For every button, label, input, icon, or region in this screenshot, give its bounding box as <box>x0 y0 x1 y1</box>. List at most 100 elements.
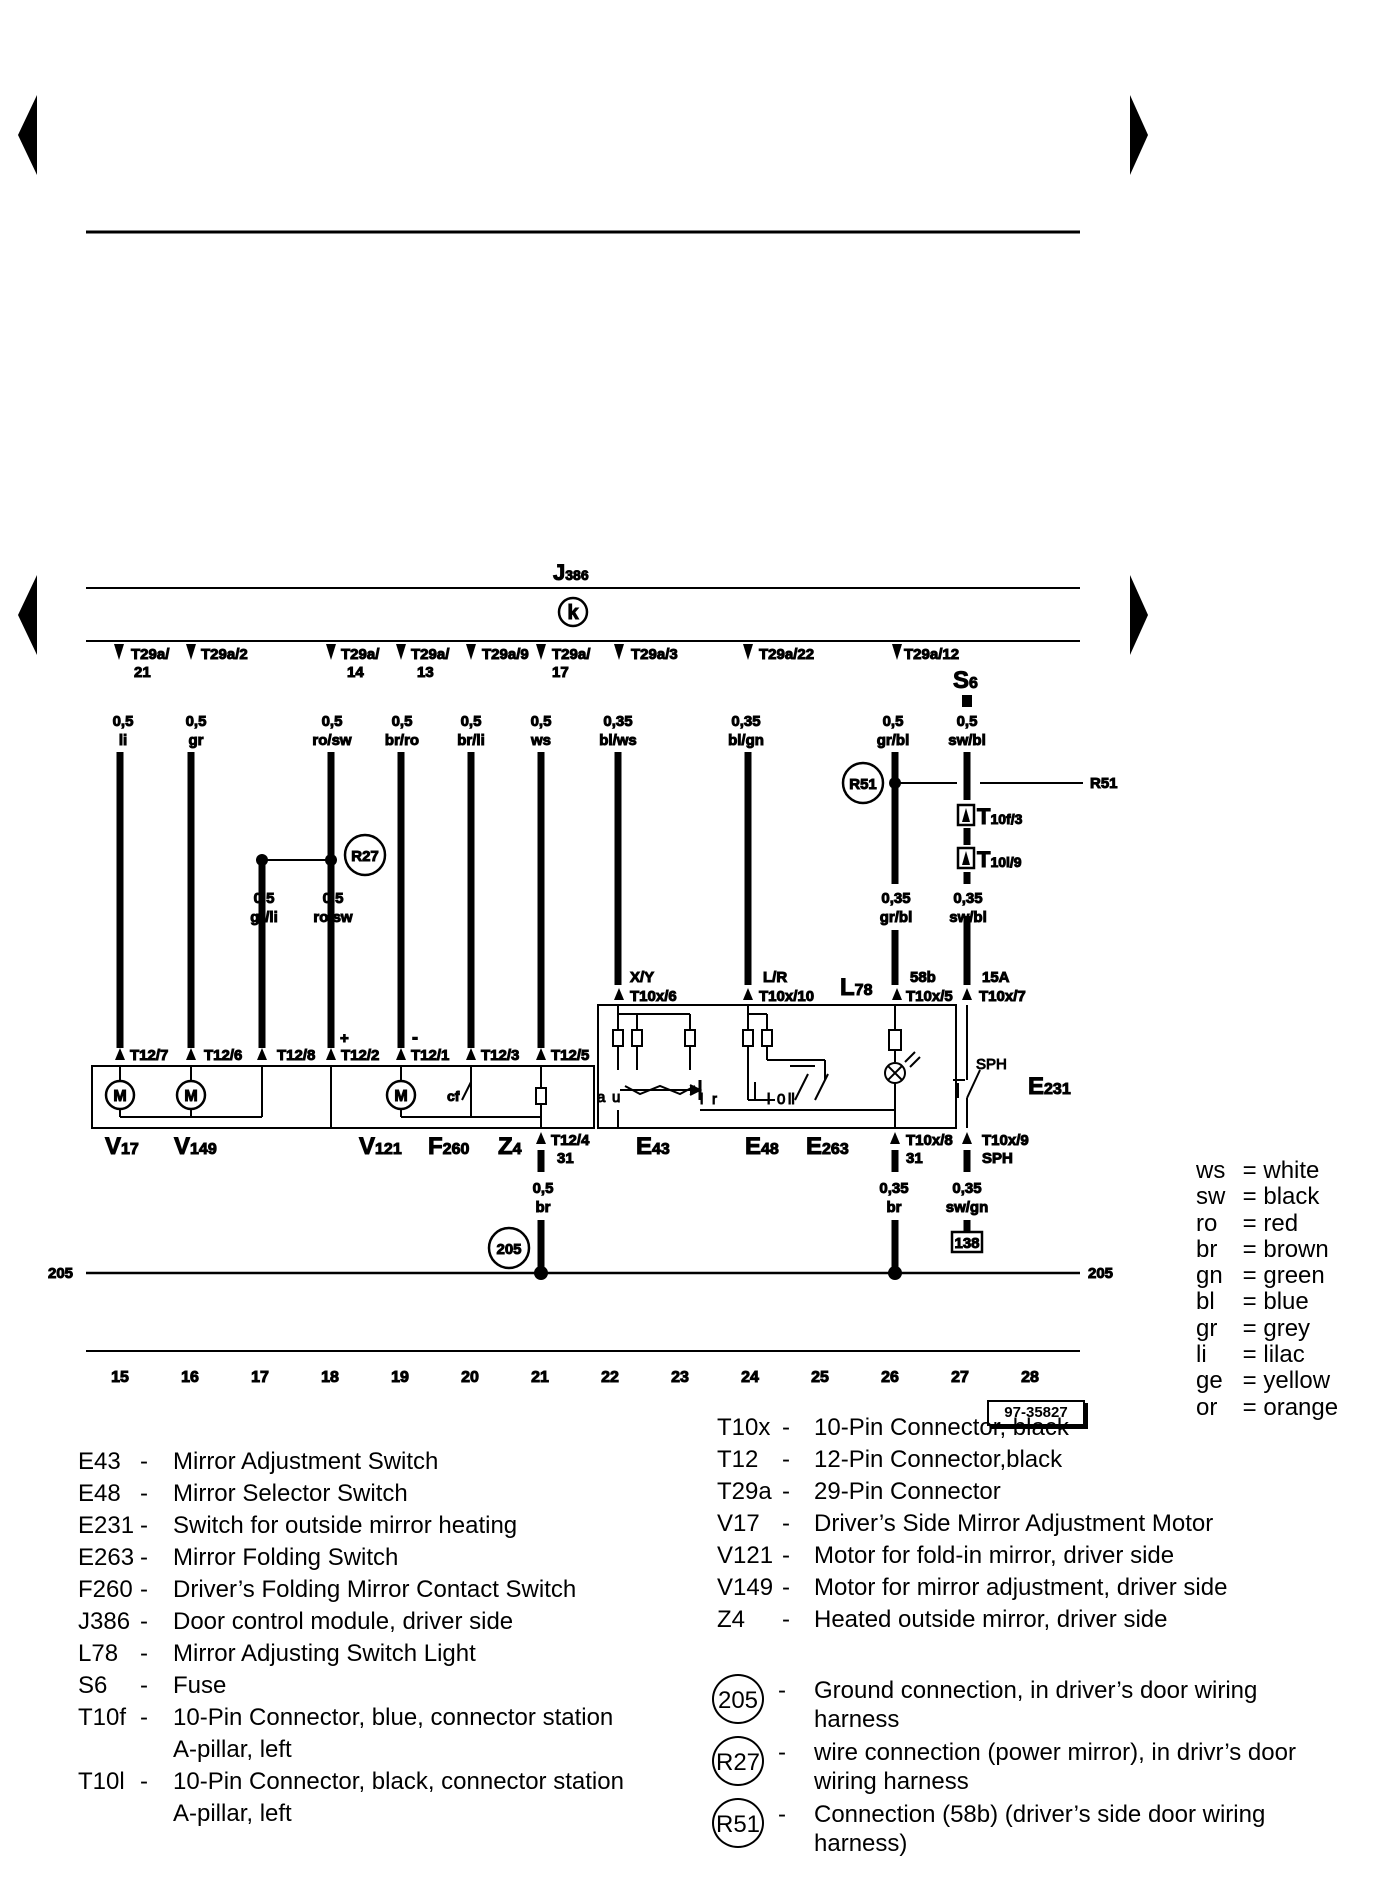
svg-text:T12/2: T12/2 <box>341 1047 379 1064</box>
legend-item: T12-12-Pin Connector,black <box>717 1446 1063 1473</box>
svg-text:31: 31 <box>557 1150 574 1167</box>
svg-text:0,5: 0,5 <box>254 890 275 907</box>
svg-text:0,5: 0,5 <box>461 713 482 730</box>
t10f-connector: T10f/3 <box>956 804 1023 830</box>
wires-top <box>116 752 971 1048</box>
svg-text:0,35: 0,35 <box>731 713 760 730</box>
svg-text:0: 0 <box>777 1091 785 1108</box>
t10l-connector: T10l/9 <box>956 847 1022 873</box>
legend-item: T10f-10-Pin Connector, blue, connector s… <box>78 1704 614 1763</box>
prev-page-arrow-mid[interactable] <box>18 575 37 655</box>
svg-text:l: l <box>767 1091 770 1108</box>
svg-text:0,35: 0,35 <box>879 1180 908 1197</box>
svg-text:l: l <box>700 1091 703 1108</box>
svg-text:r: r <box>712 1091 717 1108</box>
pin-label: T29a/22 <box>759 646 814 663</box>
r51-node <box>889 777 901 789</box>
svg-text:V149: V149 <box>174 1133 217 1160</box>
svg-text:ro/sw: ro/sw <box>313 909 353 926</box>
top-pin-labels: T29a/ 21 T29a/2 T29a/ 14 T29a/ 13 T29a/9… <box>131 646 960 682</box>
column-number: 17 <box>251 1369 269 1386</box>
pin-label: T29a/ <box>552 646 591 663</box>
pin-label: T29a/12 <box>904 646 959 663</box>
legend-item: J386-Door control module, driver side <box>78 1608 514 1635</box>
r27-node-right <box>325 854 337 866</box>
svg-text:T10x/6: T10x/6 <box>630 988 677 1005</box>
ground-205-label: 205 <box>496 1241 521 1258</box>
svg-text:0,5: 0,5 <box>323 890 344 907</box>
svg-text:0,35: 0,35 <box>603 713 632 730</box>
svg-text:X/Y: X/Y <box>630 969 654 986</box>
svg-text:T10x/7: T10x/7 <box>979 988 1026 1005</box>
color-legend-item: ge = yellow <box>1196 1367 1331 1395</box>
svg-text:sw/gn: sw/gn <box>946 1199 989 1216</box>
contact-switch-symbol: cf <box>447 1088 460 1104</box>
legend-item: F260-Driver’s Folding Mirror Contact Swi… <box>78 1576 577 1603</box>
legend-item: S6-Fuse <box>78 1672 227 1699</box>
svg-text:T12/7: T12/7 <box>130 1047 168 1064</box>
svg-text:31: 31 <box>906 1150 923 1167</box>
svg-text:br/li: br/li <box>457 732 485 749</box>
svg-text:0,5: 0,5 <box>957 713 978 730</box>
relay-138-box <box>950 1230 984 1254</box>
color-legend-item: ro = red <box>1196 1209 1299 1237</box>
color-legend-item: or = orange <box>1196 1393 1339 1421</box>
legend-item: T10x-10-Pin Connector, black <box>717 1414 1069 1441</box>
figure-id-badge: 97-35827 <box>987 1400 1085 1426</box>
color-legend-item: gn = green <box>1196 1262 1325 1290</box>
pin-label: T29a/2 <box>201 646 248 663</box>
ground-205-legend-icon: 205 <box>712 1674 764 1724</box>
svg-text:M: M <box>113 1088 126 1105</box>
column-number: 26 <box>881 1369 899 1386</box>
column-number: 25 <box>811 1369 829 1386</box>
component-legend-right: T10x-10-Pin Connector, black T12-12-Pin … <box>717 1412 1357 1636</box>
svg-text:T10x/10: T10x/10 <box>759 988 814 1005</box>
svg-text:T12/8: T12/8 <box>277 1047 315 1064</box>
module-label: J386 <box>553 560 589 585</box>
legend-item: V149-Motor for mirror adjustment, driver… <box>717 1574 1228 1601</box>
svg-text:bl/ws: bl/ws <box>599 732 637 749</box>
legend-item: E43-Mirror Adjustment Switch <box>78 1448 439 1475</box>
svg-text:58b: 58b <box>910 969 936 986</box>
symbol-legend: 205-Ground connection, in driver’s door … <box>712 1674 1352 1862</box>
svg-text:br/ro: br/ro <box>385 732 419 749</box>
legend-item: T29a-29-Pin Connector <box>717 1478 1001 1505</box>
legend-item: E263-Mirror Folding Switch <box>78 1544 399 1571</box>
ground-right-label: 205 <box>1088 1265 1113 1282</box>
svg-text:sw/bl: sw/bl <box>948 732 986 749</box>
svg-text:T10l/9: T10l/9 <box>977 847 1022 872</box>
switch-box-labels: a u l r l 0 ll <box>597 1089 796 1109</box>
fuse-s6-symbol <box>962 695 972 707</box>
color-legend: ws = white sw = black ro = red br = brow… <box>1196 1157 1339 1421</box>
r27-wire-labels: 0,5gr/li 0,5ro/sw <box>250 890 354 927</box>
wires-bottom <box>537 1150 971 1272</box>
switch-box-pin-arrows <box>614 988 972 1000</box>
svg-text:E43: E43 <box>636 1133 670 1160</box>
svg-text:u: u <box>612 1089 620 1106</box>
pin-label: T29a/ <box>131 646 170 663</box>
svg-text:T10x/5: T10x/5 <box>906 988 953 1005</box>
svg-text:a: a <box>597 1089 606 1106</box>
svg-text:li: li <box>119 732 127 749</box>
color-legend-item: sw = black <box>1196 1183 1320 1211</box>
pin-label-extra: 14 <box>347 664 364 681</box>
svg-text:M: M <box>184 1088 197 1105</box>
l78-label: L78 <box>840 974 873 1001</box>
prev-page-arrow-top[interactable] <box>18 95 37 175</box>
legend-item: T10l-10-Pin Connector, black, connector … <box>78 1768 624 1827</box>
svg-text:E263: E263 <box>806 1133 849 1160</box>
r51-label: R51 <box>849 776 877 793</box>
component-legend-left: E43-Mirror Adjustment Switch E48-Mirror … <box>78 1446 678 1830</box>
mirror-motors-box <box>91 1065 595 1129</box>
svg-text:-: - <box>412 1027 418 1047</box>
svg-text:0,5: 0,5 <box>883 713 904 730</box>
svg-text:V17: V17 <box>105 1133 139 1160</box>
next-page-arrow-mid[interactable] <box>1130 575 1148 655</box>
column-number: 15 <box>111 1369 129 1386</box>
motor-v17-icon <box>104 1079 136 1111</box>
motor-v149-icon <box>175 1079 207 1111</box>
next-page-arrow-top[interactable] <box>1130 95 1148 175</box>
fuse-s6-label: S6 <box>953 667 978 694</box>
svg-text:bl/gn: bl/gn <box>728 732 764 749</box>
